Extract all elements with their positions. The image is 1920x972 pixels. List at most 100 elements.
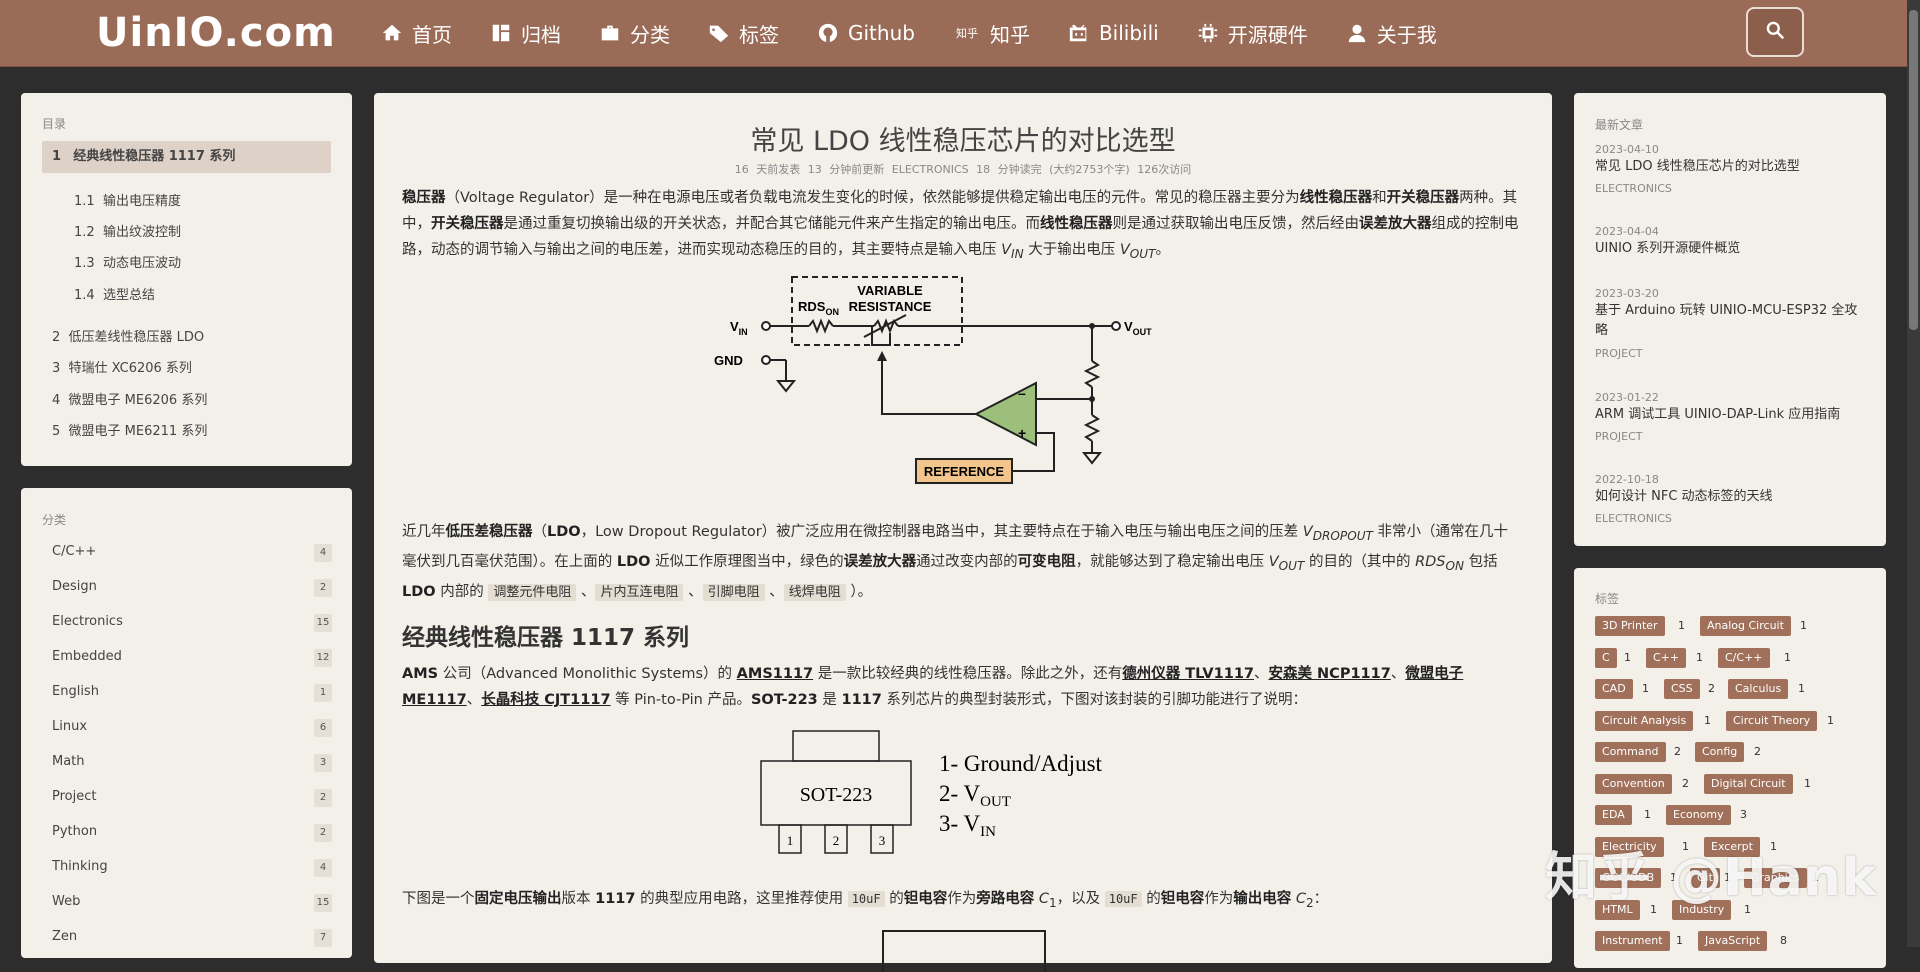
tag-chip[interactable]: Graphics bbox=[1744, 868, 1807, 888]
tag-chip[interactable]: Electricity bbox=[1595, 837, 1664, 857]
category-count: 15 bbox=[314, 614, 332, 632]
inline-code: 10uF bbox=[847, 891, 885, 907]
search-button[interactable] bbox=[1746, 7, 1804, 57]
post-link[interactable]: ARM 调试工具 UINIO-DAP-Link 应用指南 bbox=[1595, 407, 1841, 422]
tag-chip[interactable]: Economy bbox=[1666, 805, 1731, 825]
toc-item-2[interactable]: 2 低压差线性稳压器 LDO bbox=[52, 326, 204, 345]
toc-num: 2 bbox=[52, 330, 61, 345]
tag-chip[interactable]: Instrument bbox=[1595, 931, 1670, 951]
nav-bilibili-label: Bilibili bbox=[1098, 21, 1159, 45]
paragraph-1117: AMS 公司（Advanced Monolithic Systems）的 AMS… bbox=[402, 666, 1464, 708]
toc-item-1-1[interactable]: 1.1 输出电压精度 bbox=[74, 190, 181, 209]
tag-chip[interactable]: Convention bbox=[1595, 774, 1672, 794]
post-category[interactable]: ELECTRONICS bbox=[1595, 182, 1672, 195]
tag-chip[interactable]: CSS bbox=[1664, 679, 1700, 699]
archive-icon bbox=[489, 21, 513, 45]
toc-title: 目录 bbox=[42, 117, 67, 131]
tag-chip[interactable]: JavaScript bbox=[1698, 931, 1768, 951]
tag-chip[interactable]: Circuit Theory bbox=[1726, 711, 1818, 731]
nav-home[interactable]: 首页 bbox=[380, 19, 452, 48]
category-count: 15 bbox=[314, 894, 332, 912]
tag-chip[interactable]: Command bbox=[1595, 742, 1666, 762]
tag-chip[interactable]: C bbox=[1595, 648, 1617, 668]
tag-chip[interactable]: Industry bbox=[1672, 900, 1732, 920]
toc-item-5[interactable]: 5 微盟电子 ME6211 系列 bbox=[52, 420, 207, 439]
tag-count: 8 bbox=[1780, 934, 1787, 947]
nav-categories[interactable]: 分类 bbox=[598, 19, 670, 48]
category-count: 7 bbox=[314, 929, 332, 947]
toc-label: 输出纹波控制 bbox=[102, 225, 181, 240]
tag-chip[interactable]: C/C++ bbox=[1718, 648, 1770, 668]
tag-count: 1 bbox=[1642, 682, 1649, 695]
link-ncp1117[interactable]: 安森美 NCP1117 bbox=[1268, 666, 1391, 682]
toc-item-4[interactable]: 4 微盟电子 ME6206 系列 bbox=[52, 389, 207, 408]
tag-count: 1 bbox=[1624, 651, 1631, 664]
category-name: Math bbox=[52, 754, 85, 769]
post-category[interactable]: PROJECT bbox=[1595, 347, 1643, 360]
link-cjt1117[interactable]: 长晶科技 CJT1117 bbox=[481, 692, 611, 708]
nav-zhihu[interactable]: 知乎 知乎 bbox=[952, 19, 1030, 48]
tag-chip[interactable]: Digital Circuit bbox=[1704, 774, 1793, 794]
tag-count: 1 bbox=[1784, 651, 1791, 664]
zhihu-icon: 知乎 bbox=[955, 27, 978, 40]
tag-chip[interactable]: Circuit Analysis bbox=[1595, 711, 1694, 731]
toc-item-1-4[interactable]: 1.4 选型总结 bbox=[74, 284, 155, 303]
nav-bilibili[interactable]: Bilibili bbox=[1067, 21, 1159, 45]
post-link[interactable]: 常见 LDO 线性稳压芯片的对比选型 bbox=[1595, 159, 1800, 174]
toc-item-1-2[interactable]: 1.2 输出纹波控制 bbox=[74, 221, 181, 240]
toc-item-1-3[interactable]: 1.3 动态电压波动 bbox=[74, 252, 181, 271]
toc-item-3[interactable]: 3 特瑞仕 XC6206 系列 bbox=[52, 357, 192, 376]
post-link[interactable]: 基于 Arduino 玩转 UINIO-MCU-ESP32 全攻略 bbox=[1595, 303, 1858, 338]
tag-count: 2 bbox=[1682, 777, 1689, 790]
tag-chip[interactable]: Git bbox=[1690, 868, 1720, 888]
link-tlv1117[interactable]: 德州仪器 TLV1117 bbox=[1122, 666, 1254, 682]
tag-count: 2 bbox=[1708, 682, 1715, 695]
toc-label: 选型总结 bbox=[102, 288, 155, 303]
site-logo[interactable]: UinIO.com bbox=[96, 10, 336, 56]
nav-hardware[interactable]: 开源硬件 bbox=[1196, 19, 1308, 48]
tag-chip[interactable]: Excerpt bbox=[1704, 837, 1760, 857]
tag-chip[interactable]: CAD bbox=[1595, 679, 1633, 699]
scrollbar-thumb[interactable] bbox=[1909, 10, 1918, 330]
nav-tags[interactable]: 标签 bbox=[707, 19, 779, 48]
toc-item-1[interactable]: 1 经典线性稳压器 1117 系列 bbox=[42, 141, 331, 173]
tag-chip[interactable]: Calculus bbox=[1728, 679, 1789, 699]
variable-label: VARIABLE bbox=[857, 283, 923, 298]
post-link[interactable]: UINIO 系列开源硬件概览 bbox=[1595, 241, 1741, 256]
nav-about[interactable]: 关于我 bbox=[1345, 19, 1437, 48]
user-icon bbox=[1345, 21, 1369, 45]
toc-label: 微盟电子 ME6206 系列 bbox=[68, 393, 208, 408]
tag-count: 2 bbox=[1754, 745, 1761, 758]
minus-label: – bbox=[1018, 385, 1026, 401]
tag-chip[interactable]: Config bbox=[1695, 742, 1745, 762]
post-category[interactable]: ELECTRONICS bbox=[1595, 512, 1672, 525]
category-name: Embedded bbox=[52, 649, 122, 664]
search-icon bbox=[1765, 20, 1785, 44]
post-category[interactable]: PROJECT bbox=[1595, 430, 1643, 443]
tag-chip[interactable]: GCC/GDB bbox=[1595, 868, 1662, 888]
tag-chip[interactable]: HTML bbox=[1595, 900, 1640, 920]
link-ams1117[interactable]: AMS1117 bbox=[736, 666, 814, 682]
link-me1117[interactable]: 微盟电子 ME1117 bbox=[402, 666, 1464, 708]
nav-github[interactable]: Github bbox=[816, 21, 915, 45]
tag-chip[interactable]: C++ bbox=[1646, 648, 1687, 668]
tag-chip[interactable]: Analog Circuit bbox=[1700, 616, 1791, 636]
gnd-label: GND bbox=[714, 353, 743, 368]
post-link[interactable]: 如何设计 NFC 动态标签的天线 bbox=[1595, 489, 1773, 504]
tag-chip[interactable]: EDA bbox=[1595, 805, 1632, 825]
nav-github-label: Github bbox=[848, 21, 915, 45]
category-item[interactable]: C/C++4 bbox=[52, 544, 340, 564]
nav-archive[interactable]: 归档 bbox=[489, 19, 561, 48]
tag-chip[interactable]: 3D Printer bbox=[1595, 616, 1665, 636]
